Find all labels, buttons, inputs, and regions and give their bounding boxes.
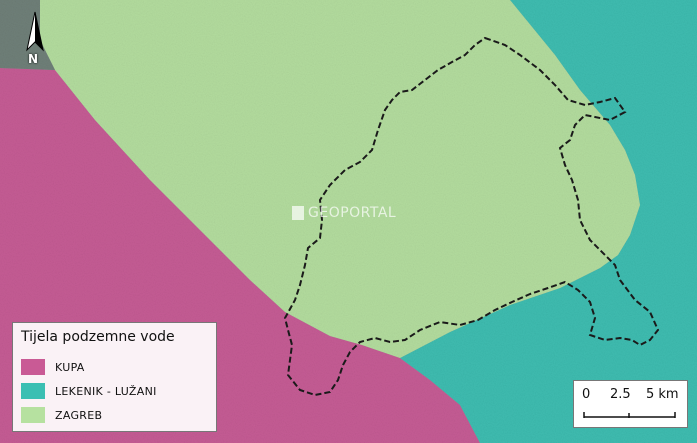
geoportal-logo-icon: [292, 206, 304, 220]
scale-tick-2-5: 2.5: [610, 387, 631, 402]
map-legend: Tijela podzemne vode KUPA LEKENIK - LUŽA…: [12, 322, 217, 432]
legend-swatch-lekenik-luzani: [21, 383, 45, 399]
legend-title: Tijela podzemne vode: [21, 329, 175, 345]
legend-label-lekenik-luzani: LEKENIK - LUŽANI: [55, 384, 157, 398]
region-zagreb[interactable]: [40, 0, 640, 358]
study-area-boundary[interactable]: [283, 36, 660, 397]
scale-bar-line: [583, 412, 676, 418]
legend-label-zagreb: ZAGREB: [55, 408, 103, 422]
region-lekenik-luzani[interactable]: [400, 0, 697, 443]
legend-item-zagreb: ZAGREB: [21, 405, 102, 425]
legend-swatch-zagreb: [21, 407, 45, 423]
legend-item-kupa: KUPA: [21, 357, 85, 377]
legend-label-kupa: KUPA: [55, 360, 85, 374]
watermark-text: GEOPORTAL: [308, 205, 397, 221]
scale-tick-0: 0: [582, 387, 591, 402]
north-label: N: [28, 52, 39, 66]
scale-bar: 0 2.5 5 km: [573, 380, 688, 428]
legend-swatch-kupa: [21, 359, 45, 375]
geoportal-watermark: GEOPORTAL: [292, 205, 396, 221]
basemap-corner: [0, 0, 55, 70]
scale-tick-5km: 5 km: [646, 387, 679, 402]
north-arrow-icon: [26, 11, 44, 52]
legend-item-lekenik-luzani: LEKENIK - LUŽANI: [21, 381, 157, 401]
